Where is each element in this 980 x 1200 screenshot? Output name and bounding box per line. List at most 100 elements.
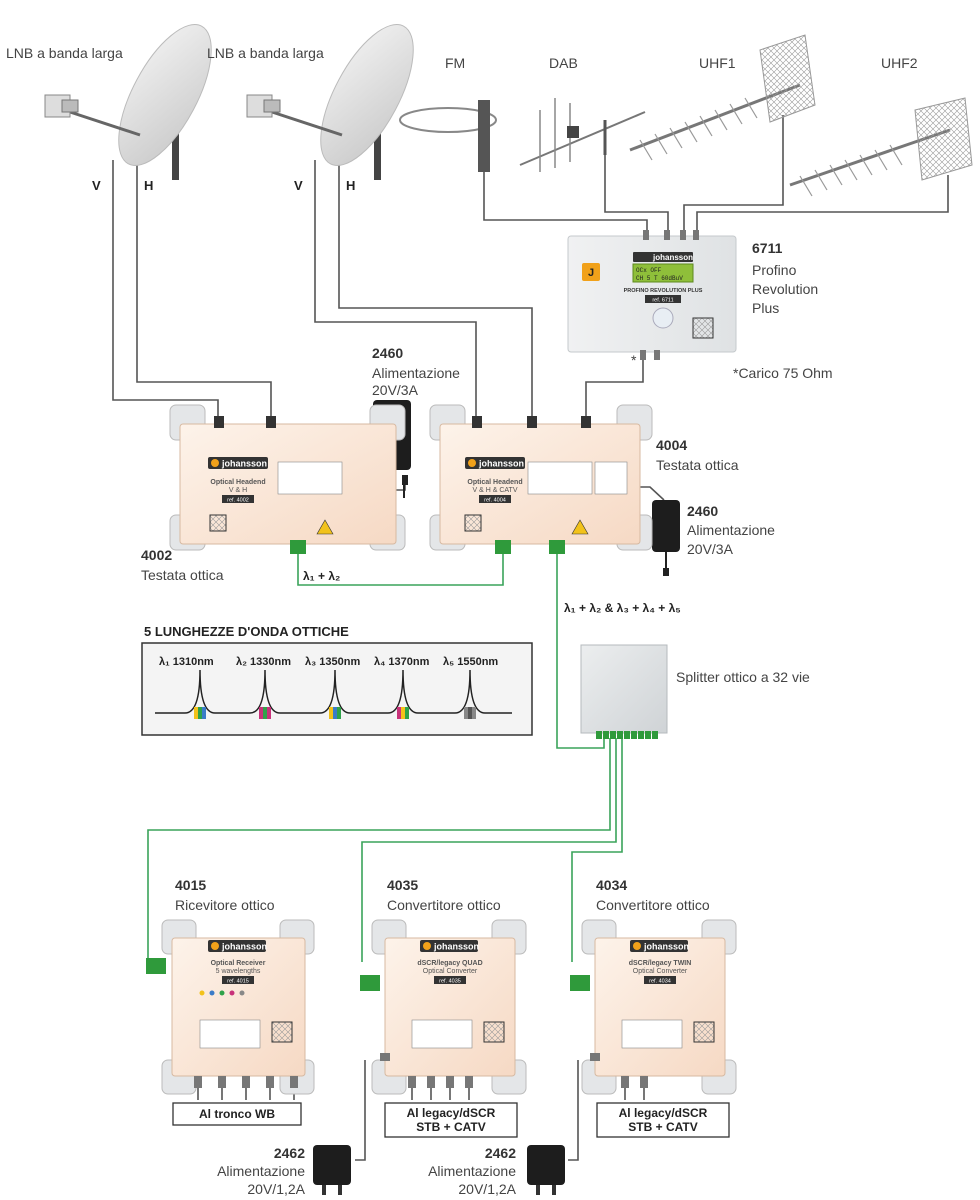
pol-h-2: H: [346, 178, 355, 193]
output-4035-line2: STB + CATV: [416, 1120, 485, 1134]
lcd-line-1: OCx OFF: [636, 267, 662, 274]
output-4034-line2: STB + CATV: [628, 1120, 697, 1134]
profino-line2: Revolution: [752, 281, 818, 297]
cv-4034-code: 4034: [596, 877, 627, 893]
optical-splitter: [580, 644, 668, 739]
psu-bottom2-line1: Alimentazione: [428, 1163, 516, 1179]
cv-4035-title: dSCR/legacy QUAD: [417, 960, 482, 967]
headend-4002-ref: ref. 4002: [227, 498, 249, 504]
satellite-dish-2: [246, 24, 414, 180]
pol-v-1: V: [92, 178, 101, 193]
psu-bottom-1: [313, 1145, 351, 1195]
dab-label: DAB: [549, 55, 578, 71]
psu-right-line1: Alimentazione: [687, 522, 775, 538]
output-4034-line1: Al legacy/dSCR: [619, 1106, 708, 1120]
fm-label: FM: [445, 55, 465, 71]
brand-name: johansson: [478, 459, 524, 469]
headend-4002: johansson Optical Headend V & H ref. 400…: [169, 404, 406, 554]
headend-4004-title: Optical Headend: [467, 479, 522, 486]
profino-device: J johansson OCx OFF CH 5 T 60dBuV PROFIN…: [567, 230, 737, 360]
rx-4015-sub: 5 wavelengths: [216, 968, 261, 975]
lnb-1-label: LNB a banda larga: [6, 45, 123, 61]
brand-name: johansson: [643, 942, 689, 952]
coax-cables: [112, 115, 949, 1161]
headend-4002-sub: V & H: [229, 487, 247, 494]
trunk-label: λ₁ + λ₂ & λ₃ + λ₄ + λ₅: [564, 601, 681, 615]
brand-name: johansson: [433, 942, 479, 952]
splitter-label: Splitter ottico a 32 vie: [676, 669, 810, 685]
uhf1-label: UHF1: [699, 55, 736, 71]
wavelength-title: 5 LUNGHEZZE D'ONDA OTTICHE: [144, 624, 349, 639]
psu-top-code: 2460: [372, 345, 403, 361]
pol-h-1: H: [144, 178, 153, 193]
profino-model: PROFINO REVOLUTION PLUS: [624, 288, 703, 294]
output-box-4015: Al tronco WB: [172, 1102, 302, 1126]
headend-4004: johansson Optical Headend V & H & CATV r…: [429, 404, 653, 554]
wavelength-3: λ₃ 1350nm: [305, 656, 360, 668]
rx-4015-ref: ref. 4015: [227, 979, 249, 985]
psu-bottom2-code: 2462: [485, 1145, 516, 1161]
cv-4035-desc: Convertitore ottico: [387, 897, 501, 913]
headend-4004-code: 4004: [656, 437, 687, 453]
brand-name: johansson: [221, 459, 267, 469]
headend-4002-code: 4002: [141, 547, 172, 563]
output-4035-line1: Al legacy/dSCR: [407, 1106, 496, 1120]
headend-4004-desc: Testata ottica: [656, 457, 739, 473]
brand-logo-icon: [582, 263, 600, 281]
headend-4004-ref: ref. 4004: [484, 498, 506, 504]
uhf2-label: UHF2: [881, 55, 918, 71]
psu-bottom1-line2: 20V/1,2A: [247, 1181, 305, 1197]
lnb-2-label: LNB a banda larga: [207, 45, 324, 61]
psu-bottom1-line1: Alimentazione: [217, 1163, 305, 1179]
wavelength-4: λ₄ 1370nm: [374, 656, 430, 668]
psu-right: [652, 500, 680, 576]
headend-4002-desc: Testata ottica: [141, 567, 224, 583]
fiber-cables: [147, 553, 623, 962]
qr-code: [692, 317, 714, 339]
wavelength-1: λ₁ 1310nm: [159, 656, 214, 668]
psu-bottom1-code: 2462: [274, 1145, 305, 1161]
receiver-4015: johansson Optical Receiver 5 wavelengths…: [146, 919, 315, 1095]
wavelength-2: λ₂ 1330nm: [236, 656, 291, 668]
fm-antenna: [399, 100, 497, 172]
psu-top-line1: Alimentazione: [372, 365, 460, 381]
cv-4035-ref: ref. 4035: [439, 979, 461, 985]
link-label: λ₁ + λ₂: [303, 569, 340, 583]
converter-4034: johansson dSCR/legacy TWIN Optical Conve…: [570, 919, 737, 1095]
rx-4015-desc: Ricevitore ottico: [175, 897, 275, 913]
cv-4034-desc: Convertitore ottico: [596, 897, 710, 913]
qr-code: [271, 1021, 293, 1043]
profino-line1: Profino: [752, 262, 797, 278]
psu-right-code: 2460: [687, 503, 718, 519]
psu-bottom-2: [527, 1145, 565, 1195]
svg-text:J: J: [588, 267, 594, 279]
psu-right-line2: 20V/3A: [687, 541, 734, 557]
load-asterisk: *: [631, 352, 637, 368]
output-box-4034: Al legacy/dSCR STB + CATV: [596, 1102, 730, 1138]
headend-4002-title: Optical Headend: [210, 479, 265, 486]
lcd-line-2: CH 5 T 60dBuV: [636, 275, 683, 282]
load-note: *Carico 75 Ohm: [733, 365, 833, 381]
profino-code: 6711: [752, 240, 783, 256]
satellite-dish-1: [44, 24, 212, 180]
qr-code: [483, 1021, 505, 1043]
qr-code: [693, 1021, 715, 1043]
psu-top-line2: 20V/3A: [372, 382, 419, 398]
converter-4035: johansson dSCR/legacy QUAD Optical Conve…: [360, 919, 527, 1095]
wavelength-box: [141, 642, 533, 736]
brand-name: johansson: [652, 253, 693, 262]
rx-4015-code: 4015: [175, 877, 206, 893]
rx-4015-title: Optical Receiver: [211, 960, 266, 967]
pol-v-2: V: [294, 178, 303, 193]
cv-4035-code: 4035: [387, 877, 418, 893]
uhf2-antenna: [789, 97, 973, 197]
output-4015-label: Al tronco WB: [199, 1107, 275, 1121]
output-box-4035: Al legacy/dSCR STB + CATV: [384, 1102, 518, 1138]
dab-antenna: [519, 98, 646, 172]
cv-4035-sub: Optical Converter: [423, 968, 478, 975]
qr-code: [464, 514, 482, 532]
uhf1-antenna: [629, 34, 816, 161]
wavelength-5: λ₅ 1550nm: [443, 656, 498, 668]
profino-ref: ref. 6711: [652, 298, 673, 304]
